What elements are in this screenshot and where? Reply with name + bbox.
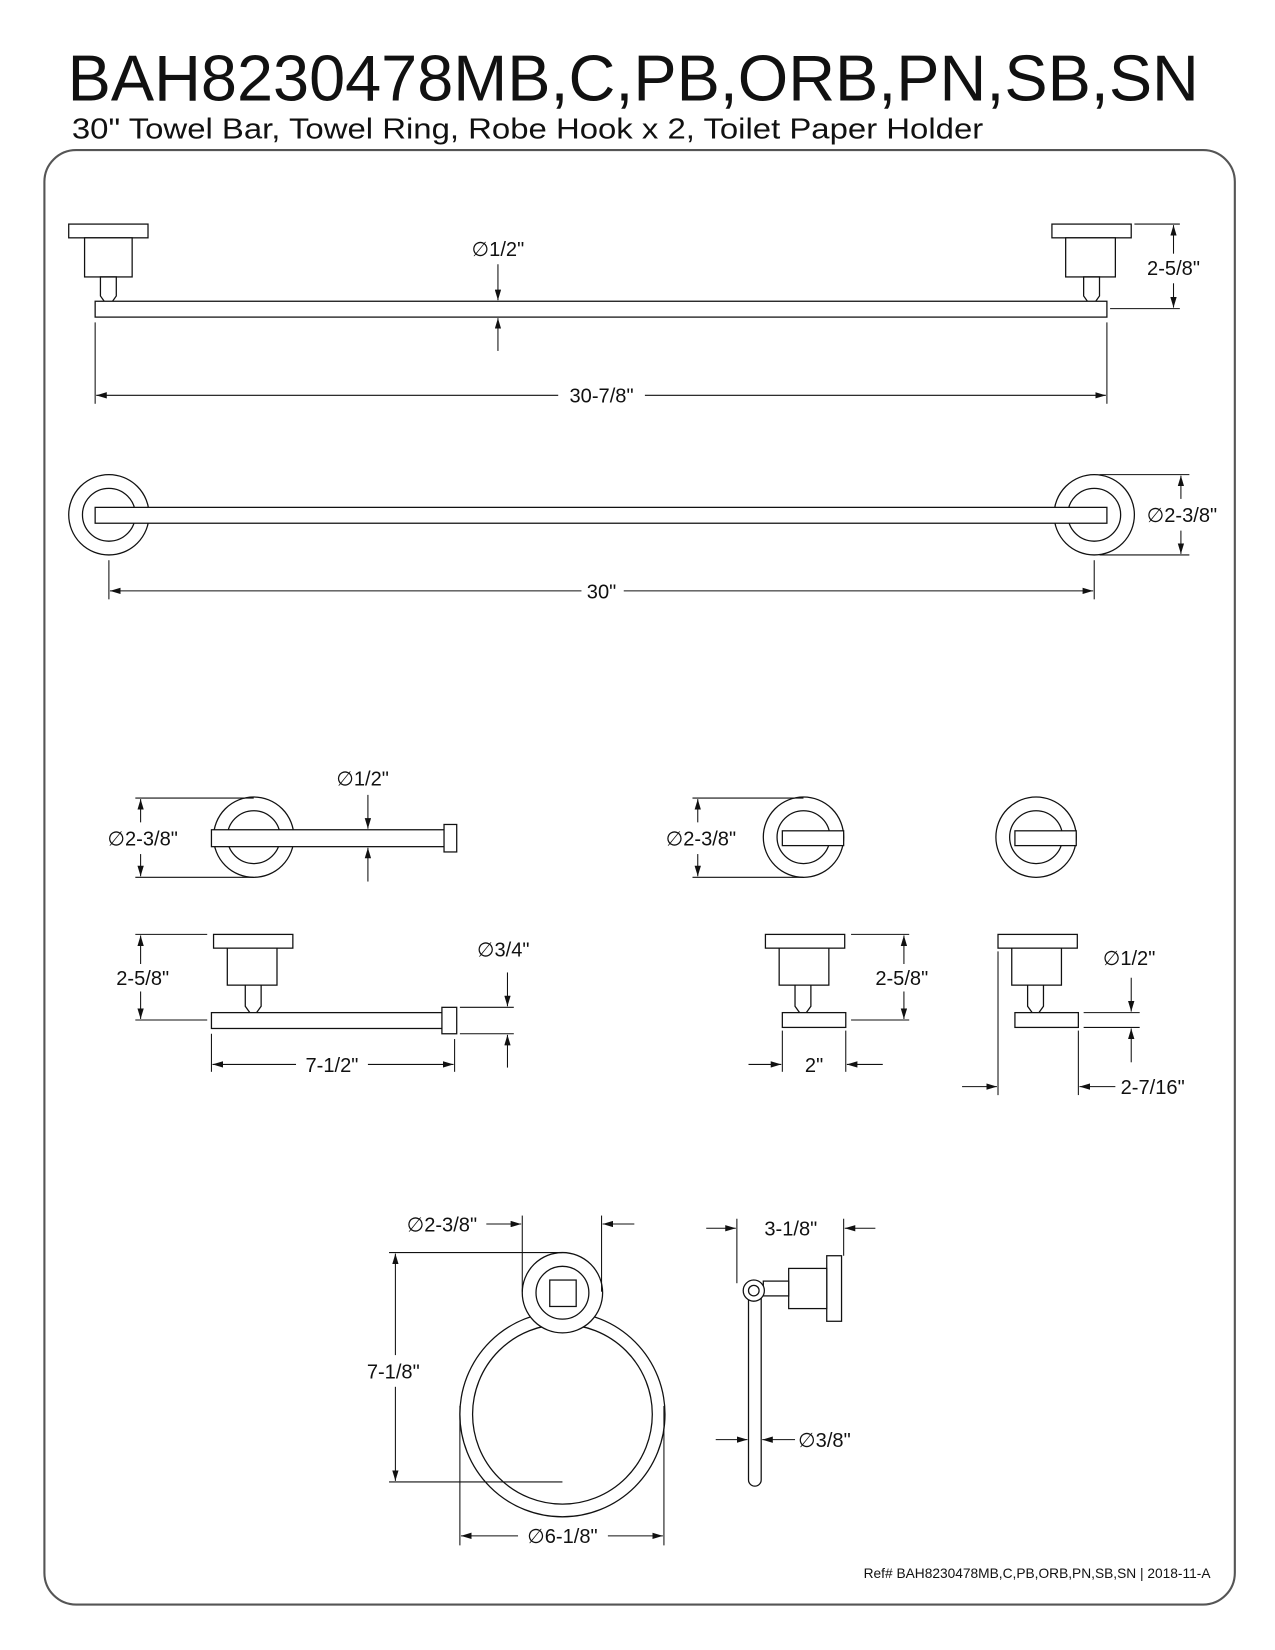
ring-rod-diameter-label: ∅3/8" (798, 1430, 851, 1452)
towel-bar-flange-label: ∅2-3/8" (1147, 505, 1217, 527)
towel-bar-center-label: 30" (587, 581, 616, 603)
robe-hook-top-view: ∅2-3/8" (666, 796, 845, 878)
ring-flange-label: ∅2-3/8" (407, 1214, 477, 1236)
drawing-border (43, 149, 1236, 1606)
towel-bar-projection-label: 2-5/8" (1147, 258, 1200, 280)
page-subtitle: 30" Towel Bar, Towel Ring, Robe Hook x 2… (72, 113, 984, 145)
tp-projection-label: 2-5/8" (116, 968, 169, 990)
robe-hook-2-top-view (995, 796, 1077, 878)
tp-flange-label: ∅2-3/8" (108, 829, 178, 851)
robe-hook-side-view: 2-5/8" 2" (748, 933, 928, 1077)
robe-hook-2-side-view: ∅1/2" 2-7/16" (962, 933, 1185, 1099)
toilet-paper-holder-top-view: ∅2-3/8" ∅1/2" (108, 768, 458, 882)
towel-bar-top-view: ∅2-3/8" 30" (68, 473, 1217, 603)
towel-ring-side-view: 3-1/8" ∅3/8" (706, 1219, 876, 1487)
tp-bar-diameter-label: ∅1/2" (336, 768, 389, 790)
towel-bar-side-view: 2-5/8" ∅1/2" 30-7/8" (68, 223, 1200, 408)
robe-hook-depth-label: 2-7/16" (1121, 1077, 1185, 1099)
towel-ring-front-view: ∅2-3/8" 7-1/8" ∅6-1/8" (367, 1214, 666, 1548)
ring-projection-label: 3-1/8" (764, 1219, 817, 1241)
ring-diameter-label: ∅6-1/8" (527, 1526, 597, 1548)
towel-bar-length-label: 30-7/8" (570, 386, 634, 408)
robe-hook-width-label: 2" (805, 1055, 823, 1077)
page-title: BAH8230478MB,C,PB,ORB,PN,SB,SN (68, 42, 1199, 114)
tp-cap-diameter-label: ∅3/4" (477, 940, 530, 962)
reference-footer: Ref# BAH8230478MB,C,PB,ORB,PN,SB,SN | 20… (864, 1566, 1212, 1581)
robe-hook-projection-label: 2-5/8" (875, 968, 928, 990)
ring-height-label: 7-1/8" (367, 1361, 420, 1383)
towel-bar-diameter-label: ∅1/2" (472, 239, 525, 261)
tp-length-label: 7-1/2" (306, 1055, 359, 1077)
toilet-paper-holder-side-view: 2-5/8" ∅3/4" 7-1/2" (116, 933, 530, 1077)
robe-hook-flange-label: ∅2-3/8" (666, 829, 736, 851)
robe-hook-diameter-label: ∅1/2" (1103, 948, 1156, 970)
